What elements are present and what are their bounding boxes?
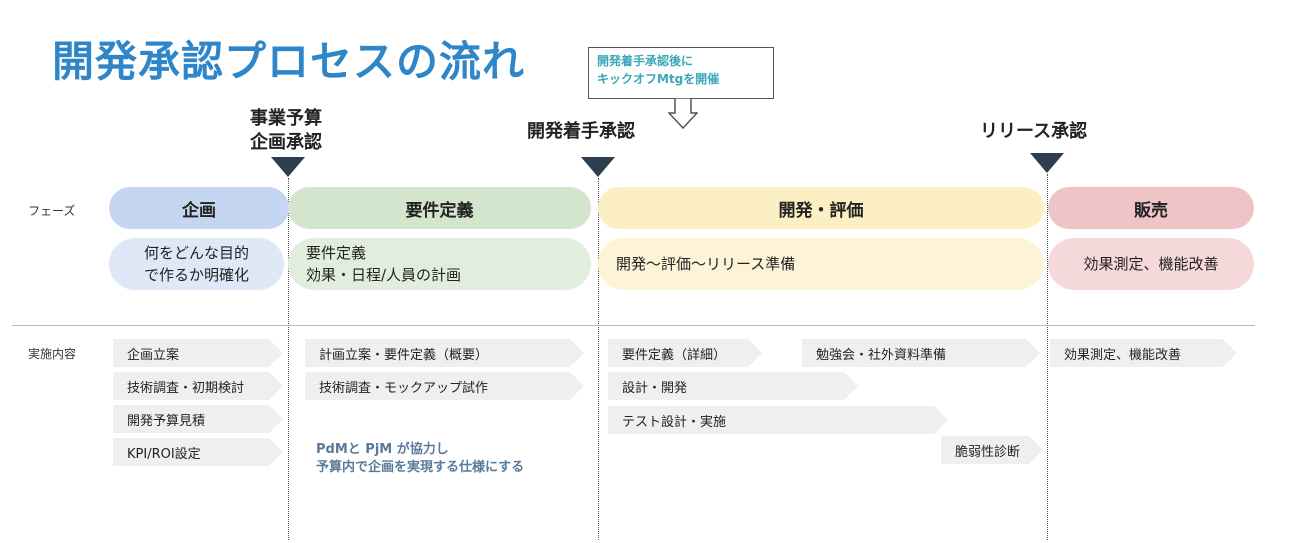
phase-planning-description: 何をどんな目的 で作るか明確化 [109, 238, 284, 290]
milestone-release-approval: リリース承認 [980, 121, 1088, 142]
page-title: 開発承認プロセスの流れ [52, 37, 526, 86]
row-label-tasks: 実施内容 [28, 347, 77, 361]
task-item: 技術調査・モックアップ試作 [305, 372, 584, 400]
callout-line-1: 開発着手承認後に [597, 54, 694, 68]
milestone-marker-icon [271, 157, 305, 177]
task-item: テスト設計・実施 [608, 406, 948, 434]
milestone-business-line-2: 企画承認 [250, 132, 322, 153]
task-item: 効果測定、機能改善 [1050, 339, 1237, 367]
milestone-business-approval: 事業予算 企画承認 [250, 107, 322, 155]
milestone-divider [1047, 174, 1048, 540]
task-item: 脆弱性診断 [941, 436, 1043, 464]
callout-arrow-icon [668, 98, 698, 130]
milestone-divider [598, 178, 599, 540]
note-line-1: PdMと PjM が協力し [316, 442, 449, 457]
milestone-divider [288, 178, 289, 540]
phase-requirements: 要件定義 [288, 187, 591, 229]
milestone-business-line-1: 事業予算 [250, 108, 322, 129]
task-item: 技術調査・初期検討 [113, 372, 283, 400]
task-item: 開発予算見積 [113, 405, 283, 433]
task-item: KPI/ROI設定 [113, 438, 283, 466]
milestone-dev-start-approval: 開発着手承認 [527, 121, 635, 142]
description-line-1: 開発〜評価〜リリース準備 [616, 255, 796, 273]
description-line-2: で作るか明確化 [143, 266, 249, 284]
phase-planning: 企画 [109, 187, 289, 229]
note-line-2: 予算内で企画を実現する仕様にする [316, 460, 525, 475]
description-line-1: 要件定義 [306, 244, 367, 262]
phase-development: 開発・評価 [598, 187, 1044, 229]
task-item: 計画立案・要件定義（概要） [305, 339, 584, 367]
milestone-marker-icon [581, 157, 615, 177]
row-label-phase: フェーズ [28, 204, 76, 218]
milestone-marker-icon [1030, 153, 1064, 173]
description-line-1: 効果測定、機能改善 [1083, 255, 1219, 273]
task-item: 要件定義（詳細） [608, 339, 762, 367]
phase-development-description: 開発〜評価〜リリース準備 [598, 238, 1044, 290]
task-item: 企画立案 [113, 339, 283, 367]
section-divider [12, 325, 1255, 326]
task-item: 設計・開発 [608, 372, 858, 400]
description-line-1: 何をどんな目的 [143, 244, 249, 262]
phase-requirements-description: 要件定義 効果・日程/人員の計画 [288, 238, 591, 290]
task-item: 勉強会・社外資料準備 [802, 339, 1040, 367]
phase-sales-description: 効果測定、機能改善 [1048, 238, 1254, 290]
phase-sales: 販売 [1048, 187, 1254, 229]
description-line-2: 効果・日程/人員の計画 [306, 266, 462, 284]
callout-line-2: キックオフMtgを開催 [597, 72, 720, 86]
kickoff-callout: 開発着手承認後に キックオフMtgを開催 [588, 47, 774, 99]
collaboration-note: PdMと PjM が協力し 予算内で企画を実現する仕様にする [316, 441, 524, 477]
